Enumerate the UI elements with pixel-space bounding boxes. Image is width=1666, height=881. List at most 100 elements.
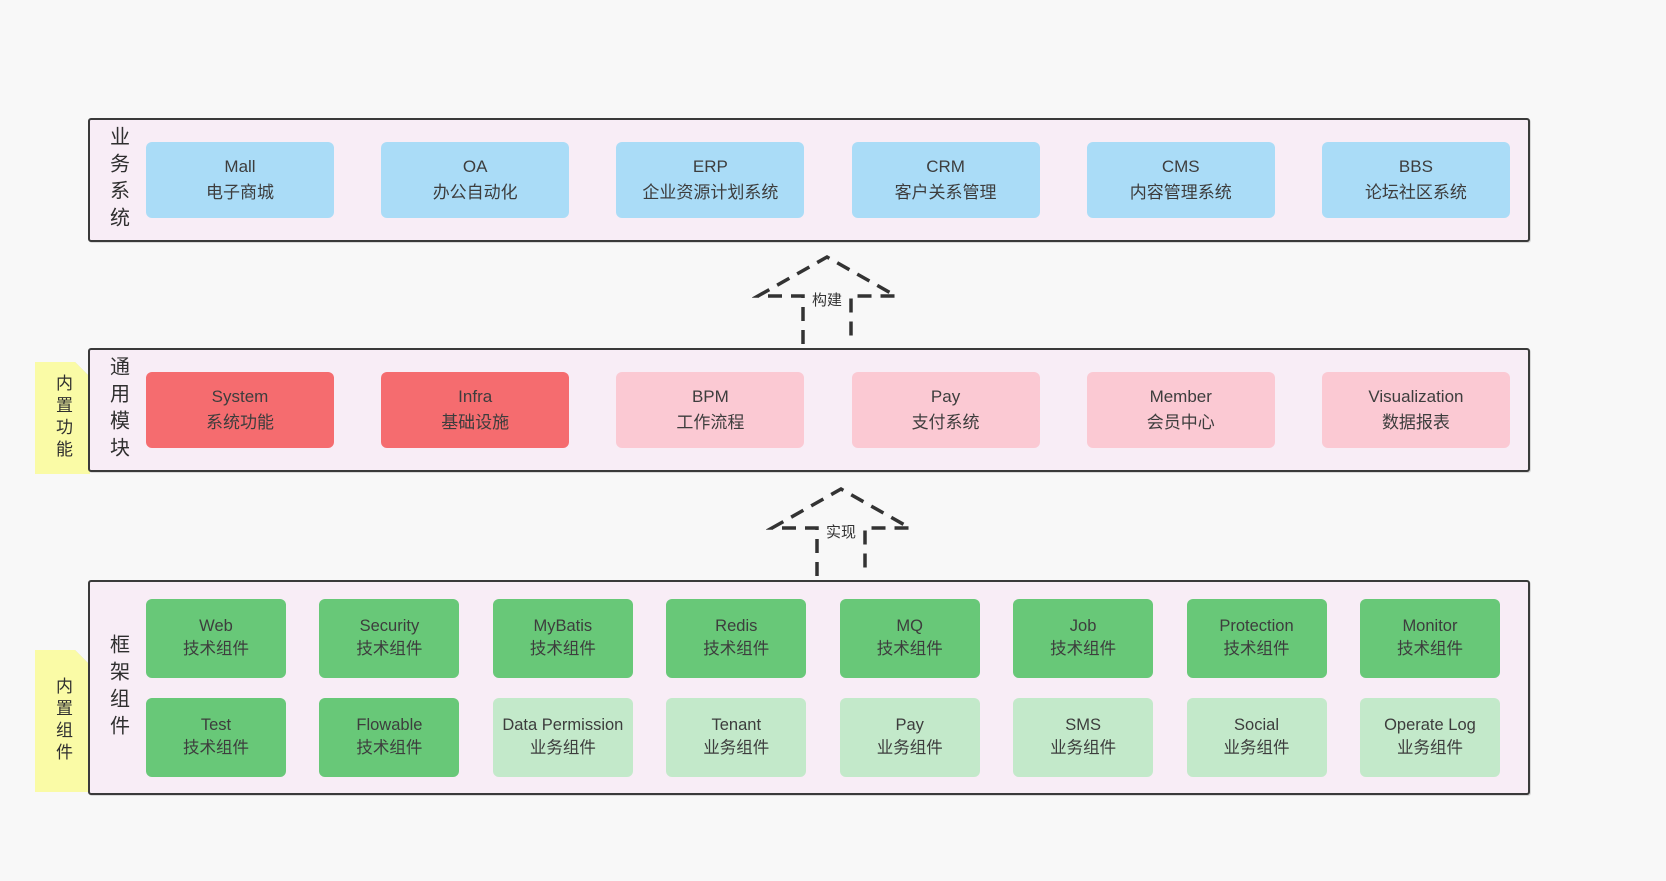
box-visualization: Visualization 数据报表 — [1321, 372, 1510, 448]
box-title: OA — [462, 156, 488, 176]
box-title: MQ — [896, 616, 923, 635]
box-subtitle: 技术组件 — [356, 739, 423, 757]
box-title: BPM — [691, 386, 729, 406]
common-modules-boxes: System 系统功能 Infra 基础设施 BPM 工作流程 Pay 支付系统… — [146, 350, 1528, 470]
box-protection: Protection 技术组件 — [1186, 598, 1327, 678]
arrow-build-label: 构建 — [809, 292, 845, 310]
box-redis: Redis 技术组件 — [666, 598, 807, 678]
sticky-note-built-in-components: 内置组件 — [35, 650, 90, 792]
box-security: Security 技术组件 — [319, 598, 460, 678]
business-systems-boxes: Mall 电子商城 OA 办公自动化 ERP 企业资源计划系统 CRM 客户关系… — [146, 120, 1528, 240]
arrow-up-build: 构建 — [752, 254, 902, 346]
box-title: System — [211, 386, 269, 406]
box-flowable: Flowable 技术组件 — [319, 697, 460, 777]
box-subtitle: 技术组件 — [1223, 640, 1290, 658]
box-subtitle: 系统功能 — [206, 413, 274, 432]
sticky-note-built-in-features: 内置功能 — [35, 362, 90, 474]
box-title: Redis — [715, 616, 758, 635]
box-member: Member 会员中心 — [1086, 372, 1275, 448]
box-subtitle: 业务组件 — [529, 739, 596, 757]
framework-components-rows: Web 技术组件 Security 技术组件 MyBatis 技术组件 Redi… — [146, 582, 1528, 793]
box-infra: Infra 基础设施 — [381, 372, 570, 448]
box-title: Security — [359, 616, 420, 635]
box-subtitle: 办公自动化 — [432, 183, 518, 202]
dashed-up-arrow-icon — [766, 486, 916, 576]
box-subtitle: 技术组件 — [1396, 640, 1463, 658]
box-title: CRM — [926, 156, 965, 176]
band-label: 通用模块 — [106, 356, 129, 464]
box-oa: OA 办公自动化 — [381, 142, 570, 218]
band-framework-components-label-wrap: 框架组件 — [90, 582, 146, 793]
box-pay-module: Pay 支付系统 — [851, 372, 1040, 448]
box-title: MyBatis — [533, 616, 593, 635]
box-title: Flowable — [356, 715, 423, 734]
box-title: SMS — [1065, 715, 1101, 734]
box-subtitle: 技术组件 — [703, 640, 770, 658]
box-subtitle: 基础设施 — [441, 413, 510, 432]
box-erp: ERP 企业资源计划系统 — [616, 142, 805, 218]
box-mq: MQ 技术组件 — [839, 598, 980, 678]
box-tenant: Tenant 业务组件 — [666, 697, 807, 777]
box-subtitle: 技术组件 — [183, 640, 249, 658]
box-title: Mall — [224, 156, 256, 176]
box-subtitle: 业务组件 — [1050, 739, 1117, 757]
box-title: ERP — [692, 156, 728, 176]
box-title: Pay — [930, 386, 961, 406]
band-common-modules-label-wrap: 通用模块 — [90, 350, 146, 470]
box-subtitle: 数据报表 — [1381, 413, 1450, 432]
box-title: Test — [200, 715, 232, 734]
box-operate-log: Operate Log 业务组件 — [1359, 697, 1500, 777]
band-label: 框架组件 — [106, 633, 129, 742]
box-crm: CRM 客户关系管理 — [851, 142, 1040, 218]
box-title: Visualization — [1368, 386, 1464, 406]
box-pay-component: Pay 业务组件 — [839, 697, 980, 777]
box-monitor: Monitor 技术组件 — [1359, 598, 1500, 678]
tech-components-row: Web 技术组件 Security 技术组件 MyBatis 技术组件 Redi… — [146, 598, 1500, 678]
dashed-up-arrow-icon — [752, 254, 902, 344]
box-title: Web — [199, 616, 233, 635]
box-title: Data Permission — [502, 715, 624, 734]
box-subtitle: 企业资源计划系统 — [642, 183, 779, 202]
box-subtitle: 业务组件 — [1396, 739, 1463, 757]
box-data-permission: Data Permission 业务组件 — [492, 697, 633, 777]
box-cms: CMS 内容管理系统 — [1086, 142, 1275, 218]
box-bbs: BBS 论坛社区系统 — [1321, 142, 1510, 218]
sticky-label: 内置功能 — [53, 374, 72, 462]
box-subtitle: 技术组件 — [356, 640, 423, 658]
band-business-systems-label-wrap: 业务系统 — [90, 120, 146, 240]
box-subtitle: 业务组件 — [703, 739, 770, 757]
box-subtitle: 会员中心 — [1146, 413, 1215, 432]
arrow-up-implement: 实现 — [766, 486, 916, 578]
box-title: Member — [1149, 386, 1212, 406]
box-title: Operate Log — [1384, 715, 1476, 734]
box-title: BBS — [1398, 156, 1433, 176]
box-subtitle: 电子商城 — [206, 183, 274, 202]
box-subtitle: 技术组件 — [183, 739, 249, 757]
box-title: Social — [1234, 715, 1279, 734]
box-subtitle: 业务组件 — [1223, 739, 1290, 757]
box-social: Social 业务组件 — [1186, 697, 1327, 777]
sticky-label: 内置组件 — [53, 677, 72, 765]
box-subtitle: 论坛社区系统 — [1364, 183, 1467, 202]
box-title: Protection — [1219, 616, 1294, 635]
band-business-systems: 业务系统 Mall 电子商城 OA 办公自动化 ERP 企业资源计划系统 CRM… — [88, 118, 1530, 242]
box-sms: SMS 业务组件 — [1013, 697, 1154, 777]
box-job: Job 技术组件 — [1013, 598, 1154, 678]
box-title: Job — [1069, 616, 1097, 635]
box-mall: Mall 电子商城 — [146, 142, 334, 218]
box-title: Tenant — [711, 715, 762, 734]
arrow-implement-label: 实现 — [823, 524, 859, 542]
box-subtitle: 技术组件 — [1050, 640, 1117, 658]
box-mybatis: MyBatis 技术组件 — [492, 598, 633, 678]
box-web: Web 技术组件 — [146, 598, 286, 678]
box-subtitle: 客户关系管理 — [894, 183, 997, 202]
band-framework-components: 框架组件 Web 技术组件 Security 技术组件 MyBatis 技术组件… — [88, 580, 1530, 795]
box-subtitle: 技术组件 — [876, 640, 943, 658]
box-title: Infra — [458, 386, 493, 406]
box-subtitle: 技术组件 — [529, 640, 596, 658]
box-subtitle: 内容管理系统 — [1129, 183, 1232, 202]
box-subtitle: 业务组件 — [876, 739, 943, 757]
box-title: CMS — [1161, 156, 1200, 176]
band-common-modules: 通用模块 System 系统功能 Infra 基础设施 BPM 工作流程 Pay… — [88, 348, 1530, 472]
box-test: Test 技术组件 — [146, 697, 286, 777]
